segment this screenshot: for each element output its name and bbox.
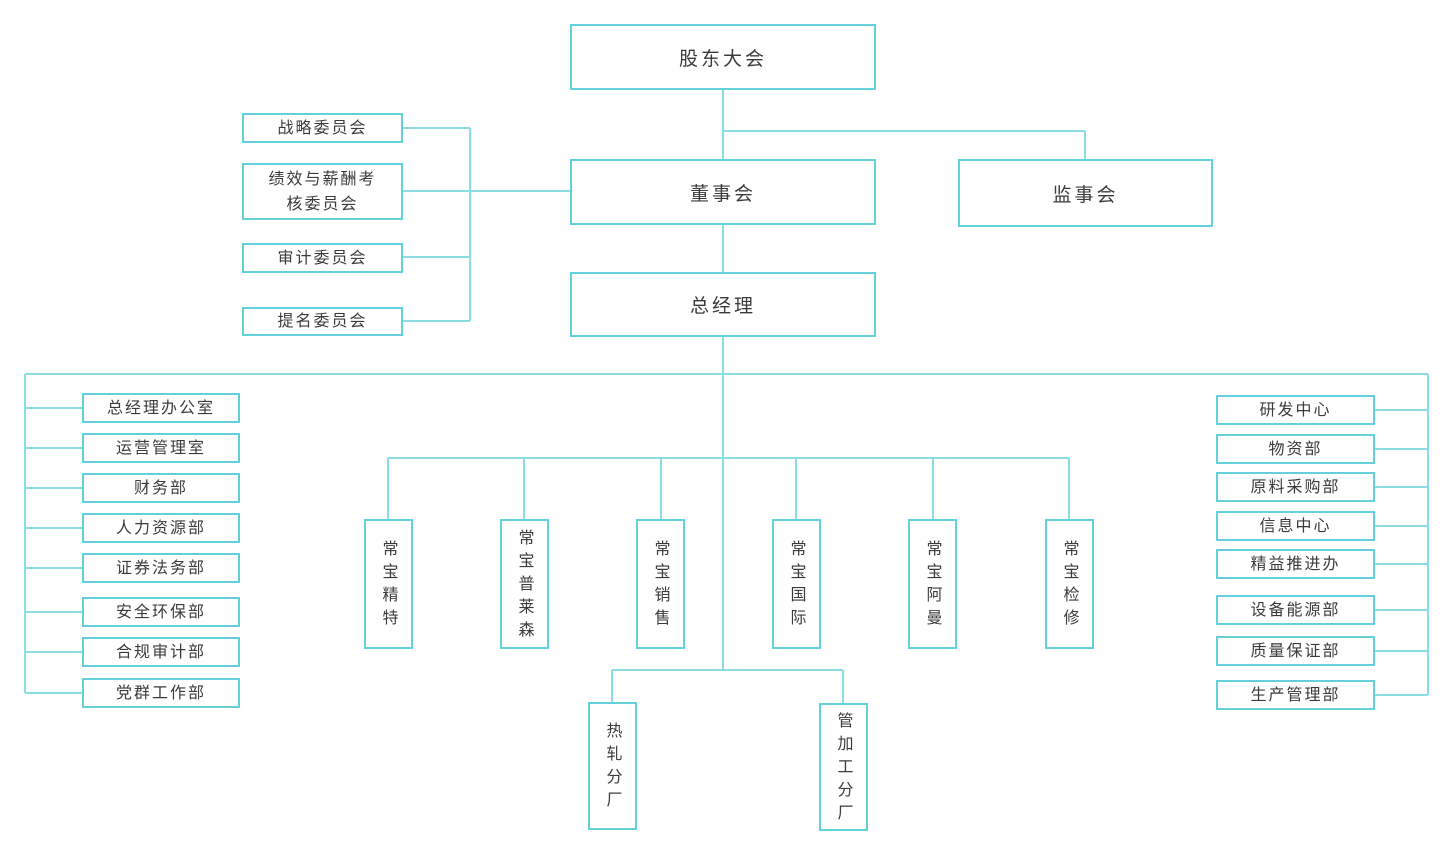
node-committee-audit: 审计委员会 [242,243,403,273]
node-dept-materials: 物资部 [1216,434,1375,464]
node-dept-finance: 财务部 [82,473,240,503]
node-label: 质量保证部 [1250,640,1341,660]
node-label: 常宝检修 [1060,540,1080,632]
node-label: 常宝普莱森 [515,528,535,644]
node-dept-raw-material-procurement: 原料采购部 [1216,472,1375,502]
node-supervisory-board: 监事会 [958,159,1213,227]
node-label: 证券法务部 [115,557,206,577]
node-label: 物资部 [1268,438,1323,458]
node-label: 常宝销售 [651,540,671,632]
node-label: 研发中心 [1259,399,1332,419]
node-dept-operations-management: 运营管理室 [82,433,240,463]
node-general-manager: 总经理 [570,272,876,337]
node-factory-hot-rolling: 热轧分厂 [588,702,637,830]
node-label: 提名委员会 [277,311,368,331]
node-label: 设备能源部 [1250,599,1341,619]
node-dept-rd-center: 研发中心 [1216,395,1375,425]
node-subsidiary-changbao-aman: 常宝阿曼 [908,519,957,649]
node-dept-production-management: 生产管理部 [1216,680,1375,710]
node-label: 绩效与薪酬考核委员会 [268,168,377,213]
node-label: 运营管理室 [115,437,206,457]
node-subsidiary-changbao-jingte: 常宝精特 [364,519,413,649]
node-committee-nomination: 提名委员会 [242,307,403,336]
node-label: 财务部 [133,477,188,497]
node-label: 总经理 [689,295,756,317]
node-board-of-directors: 董事会 [570,159,876,225]
node-label: 人力资源部 [115,517,206,537]
node-dept-gm-office: 总经理办公室 [82,393,240,423]
node-label: 常宝精特 [379,540,399,632]
node-label: 总经理办公室 [106,397,215,417]
node-dept-party-mass-work: 党群工作部 [82,678,240,708]
node-subsidiary-changbao-sales: 常宝销售 [636,519,685,649]
node-shareholders-meeting: 股东大会 [570,24,876,90]
node-label: 信息中心 [1259,515,1332,535]
node-dept-human-resources: 人力资源部 [82,513,240,543]
node-label: 安全环保部 [115,601,206,621]
node-label: 常宝国际 [787,540,807,632]
node-label: 董事会 [689,182,756,205]
node-label: 热轧分厂 [603,722,623,814]
node-dept-securities-legal: 证券法务部 [82,553,240,583]
node-label: 审计委员会 [277,247,368,267]
node-label: 股东大会 [678,47,767,70]
node-subsidiary-changbao-international: 常宝国际 [772,519,821,649]
node-committee-performance-compensation: 绩效与薪酬考核委员会 [242,163,403,220]
node-label: 生产管理部 [1250,684,1341,704]
node-label: 常宝阿曼 [923,540,943,632]
node-factory-pipe-processing: 管加工分厂 [819,703,868,831]
node-dept-quality-assurance: 质量保证部 [1216,636,1375,666]
node-dept-lean-promotion-office: 精益推进办 [1216,549,1375,579]
node-label: 原料采购部 [1250,476,1341,496]
node-dept-safety-environment: 安全环保部 [82,597,240,627]
node-dept-compliance-audit: 合规审计部 [82,637,240,667]
node-dept-information-center: 信息中心 [1216,511,1375,541]
node-label: 管加工分厂 [834,711,854,827]
node-committee-strategy: 战略委员会 [242,113,403,143]
node-label: 党群工作部 [115,682,206,702]
node-label: 精益推进办 [1250,553,1341,573]
node-subsidiary-changbao-pulaisen: 常宝普莱森 [500,519,549,649]
node-label: 监事会 [1052,183,1119,206]
node-label: 战略委员会 [277,117,368,137]
node-label: 合规审计部 [115,641,206,661]
node-subsidiary-changbao-jianxiu: 常宝检修 [1045,519,1094,649]
node-dept-equipment-energy: 设备能源部 [1216,595,1375,625]
